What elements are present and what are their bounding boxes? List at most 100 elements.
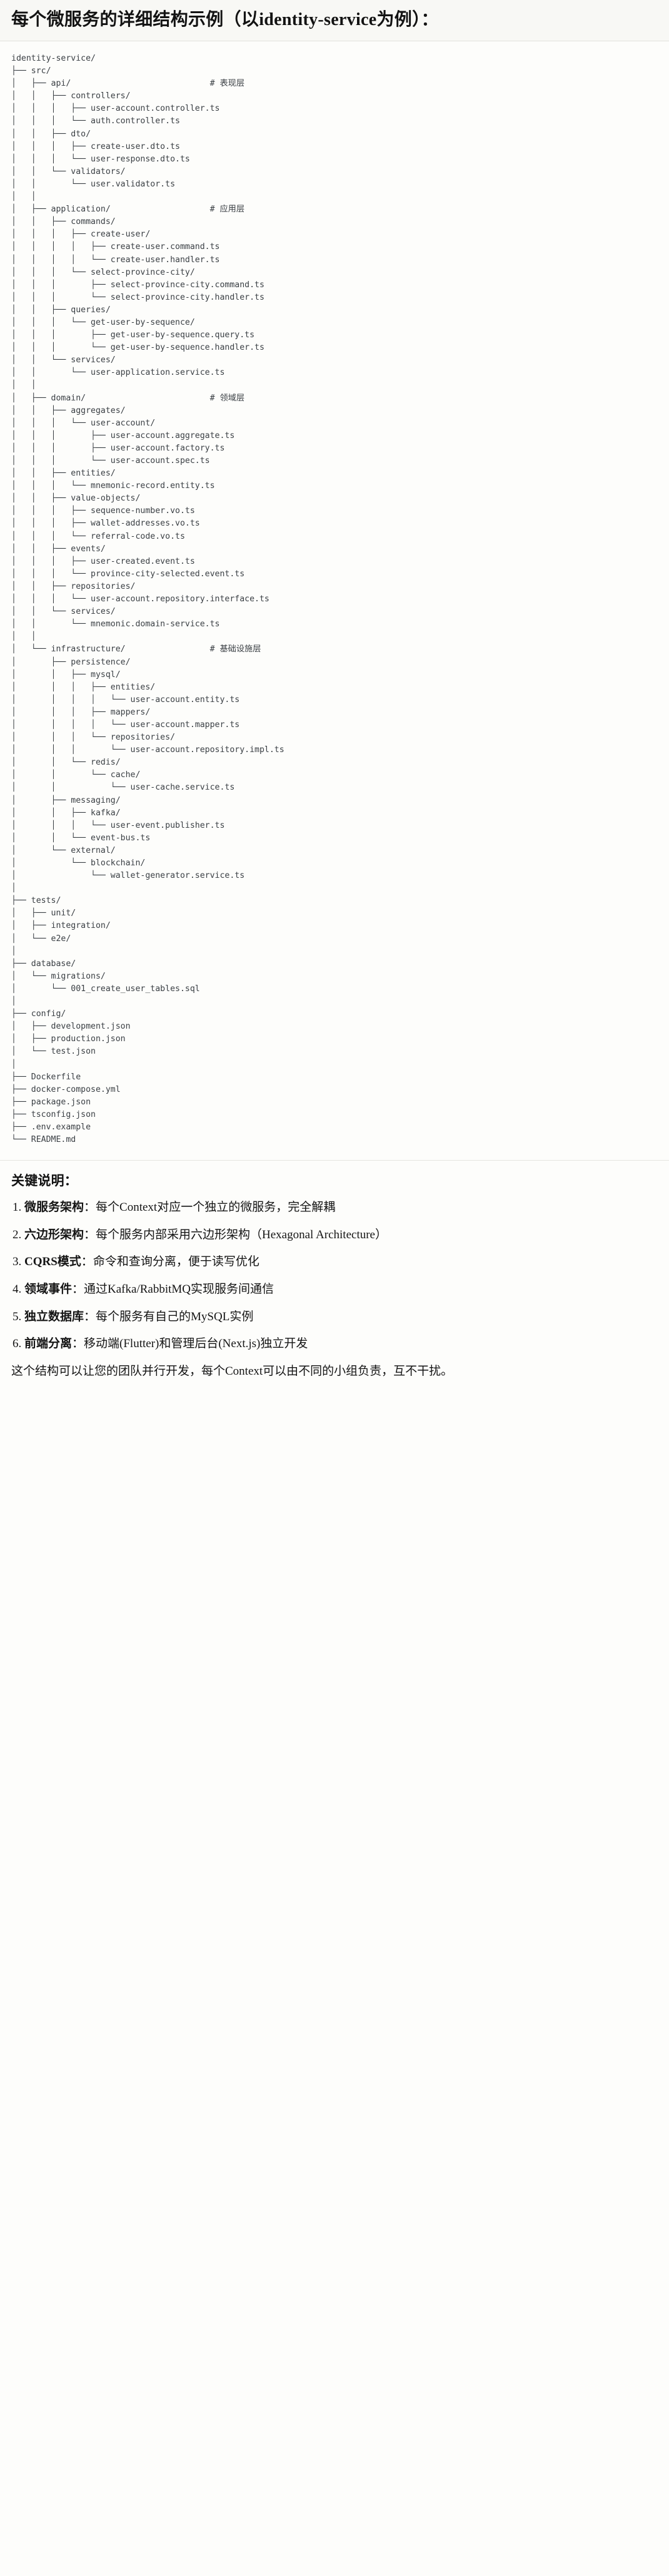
tree-line: │ │ │ └── select-province-city.handler.t… (11, 292, 264, 302)
key-note-item: 独立数据库：每个服务有自己的MySQL实例 (13, 1309, 658, 1325)
tree-line: │ │ │ └── auth.controller.ts (11, 116, 180, 126)
tree-line: │ (11, 1059, 16, 1069)
tree-line: │ │ │ ├── get-user-by-sequence.query.ts (11, 330, 255, 340)
tree-line: │ └── e2e/ (11, 934, 71, 944)
key-note-separator: ： (84, 1228, 96, 1241)
tree-line: │ ├── persistence/ (11, 657, 131, 667)
tree-line: │ ├── unit/ (11, 909, 76, 919)
key-note-item: 微服务架构：每个Context对应一个独立的微服务，完全解耦 (13, 1199, 658, 1216)
tree-line: │ │ │ ├── user-created.event.ts (11, 556, 195, 566)
tree-line: │ │ │ └── user-event.publisher.ts (11, 820, 225, 830)
key-note-term: CQRS模式 (24, 1255, 81, 1269)
tree-line: ├── tests/ (11, 896, 61, 906)
tree-line: │ │ │ ├── entities/ (11, 682, 156, 692)
tree-line: │ │ (11, 632, 36, 642)
tree-line: │ ├── api/ # 表现层 (11, 79, 245, 89)
tree-line: │ │ (11, 380, 36, 390)
tree-line: │ │ ├── controllers/ (11, 91, 131, 101)
tree-line-comment: # 应用层 (209, 205, 245, 215)
tree-line: ├── src/ (11, 66, 51, 76)
key-note-separator: ： (72, 1337, 84, 1351)
tree-line: │ │ └── event-bus.ts (11, 833, 151, 843)
key-note-item: 六边形架构：每个服务内部采用六边形架构（Hexagonal Architectu… (13, 1227, 658, 1243)
tree-line: │ │ │ │ └── create-user.handler.ts (11, 255, 220, 265)
tree-line: └── README.md (11, 1135, 76, 1145)
tree-line: │ │ │ └── user-account.repository.interf… (11, 594, 269, 604)
tree-line: │ │ │ │ └── user-account.entity.ts (11, 695, 240, 705)
key-note-item: 领域事件：通过Kafka/RabbitMQ实现服务间通信 (13, 1281, 658, 1298)
tree-line: │ └── blockchain/ (11, 858, 146, 868)
key-note-term: 六边形架构 (24, 1228, 84, 1241)
key-note-term: 微服务架构 (24, 1201, 84, 1214)
directory-tree-block: identity-service/ ├── src/ │ ├── api/ # … (0, 41, 669, 1161)
tree-line: │ │ └── user-application.service.ts (11, 368, 225, 378)
directory-tree: identity-service/ ├── src/ │ ├── api/ # … (11, 53, 658, 1146)
tree-line: │ (11, 883, 16, 893)
tree-line: │ │ ├── queries/ (11, 305, 111, 315)
key-note-term: 前端分离 (24, 1337, 73, 1351)
key-note-description: 每个服务有自己的MySQL实例 (96, 1310, 254, 1323)
tree-line-comment: # 基础设施层 (209, 644, 261, 654)
tree-line: │ │ ├── events/ (11, 544, 106, 554)
tree-line: │ │ │ └── user-account.spec.ts (11, 456, 210, 466)
key-note-term: 领域事件 (24, 1283, 73, 1296)
tree-line: │ │ │ └── province-city-selected.event.t… (11, 569, 245, 579)
tree-line: │ │ ├── aggregates/ (11, 405, 126, 415)
tree-line: │ └── test.json (11, 1047, 96, 1057)
tree-line: │ │ ├── value-objects/ (11, 494, 141, 504)
tree-line: │ │ │ ├── user-account.aggregate.ts (11, 430, 235, 440)
key-note-description: 每个服务内部采用六边形架构（Hexagonal Architecture） (96, 1228, 387, 1241)
key-note-separator: ： (72, 1283, 84, 1296)
tree-line: │ │ ├── kafka/ (11, 808, 121, 818)
tree-line: │ (11, 997, 16, 1007)
tree-line: │ │ └── redis/ (11, 758, 121, 768)
tree-line: │ │ ├── mysql/ (11, 669, 121, 680)
tree-line-comment: # 领域层 (209, 393, 245, 403)
tree-line: ├── tsconfig.json (11, 1109, 96, 1119)
closing-note: 这个结构可以让您的团队并行开发，每个Context可以由不同的小组负责，互不干扰… (11, 1365, 453, 1378)
tree-line: │ │ │ └── user-account.repository.impl.t… (11, 745, 284, 755)
key-note-description: 命令和查询分离，便于读写优化 (93, 1255, 259, 1269)
tree-line: │ ├── production.json (11, 1034, 126, 1044)
key-note-term: 独立数据库 (24, 1310, 84, 1323)
tree-line: ├── .env.example (11, 1122, 91, 1132)
tree-line: │ │ │ ├── mappers/ (11, 707, 151, 717)
tree-line: ├── Dockerfile (11, 1072, 81, 1082)
tree-line: │ │ (11, 192, 36, 202)
key-note-item: CQRS模式：命令和查询分离，便于读写优化 (13, 1254, 658, 1270)
tree-line: │ │ │ ├── create-user.dto.ts (11, 141, 180, 151)
tree-line: ├── docker-compose.yml (11, 1084, 121, 1094)
tree-line: │ │ └── mnemonic.domain-service.ts (11, 619, 220, 629)
key-note-separator: ： (81, 1255, 93, 1269)
tree-line: │ │ │ └── get-user-by-sequence.handler.t… (11, 343, 264, 353)
tree-line: │ │ ├── dto/ (11, 129, 91, 139)
key-note-separator: ： (84, 1201, 96, 1214)
tree-line: identity-service/ (11, 54, 96, 63)
tree-line: │ │ │ └── referral-code.vo.ts (11, 531, 185, 541)
key-notes-block: 关键说明： 微服务架构：每个Context对应一个独立的微服务，完全解耦六边形架… (0, 1161, 669, 1399)
key-note-description: 移动端(Flutter)和管理后台(Next.js)独立开发 (84, 1337, 308, 1351)
tree-line: │ │ └── user.validator.ts (11, 179, 176, 189)
tree-line: │ └── external/ (11, 845, 116, 855)
tree-line: │ ├── integration/ (11, 921, 111, 931)
tree-line: │ ├── application/ # 应用层 (11, 205, 245, 215)
tree-line: │ ├── messaging/ (11, 795, 121, 805)
tree-line: │ └── 001_create_user_tables.sql (11, 984, 200, 994)
key-note-separator: ： (84, 1310, 96, 1323)
tree-line: │ │ │ ├── user-account.factory.ts (11, 443, 225, 453)
tree-line: │ │ │ ├── user-account.controller.ts (11, 104, 220, 114)
tree-line: │ │ │ └── repositories/ (11, 733, 176, 743)
tree-line: ├── config/ (11, 1009, 66, 1019)
tree-line-comment: # 表现层 (209, 79, 245, 89)
tree-line: │ │ │ └── user-response.dto.ts (11, 154, 190, 164)
tree-line: │ └── infrastructure/ # 基础设施层 (11, 644, 261, 654)
tree-line: │ └── migrations/ (11, 971, 106, 981)
tree-line: ├── database/ (11, 959, 76, 969)
tree-line: │ │ ├── entities/ (11, 469, 116, 479)
tree-line: │ └── wallet-generator.service.ts (11, 871, 245, 881)
tree-line: │ (11, 946, 16, 956)
document-header: 每个微服务的详细结构示例（以identity-service为例）： (0, 0, 669, 41)
key-note-item: 前端分离：移动端(Flutter)和管理后台(Next.js)独立开发 (13, 1336, 658, 1352)
tree-line: │ │ ├── commands/ (11, 217, 116, 227)
tree-line: ├── package.json (11, 1097, 91, 1107)
